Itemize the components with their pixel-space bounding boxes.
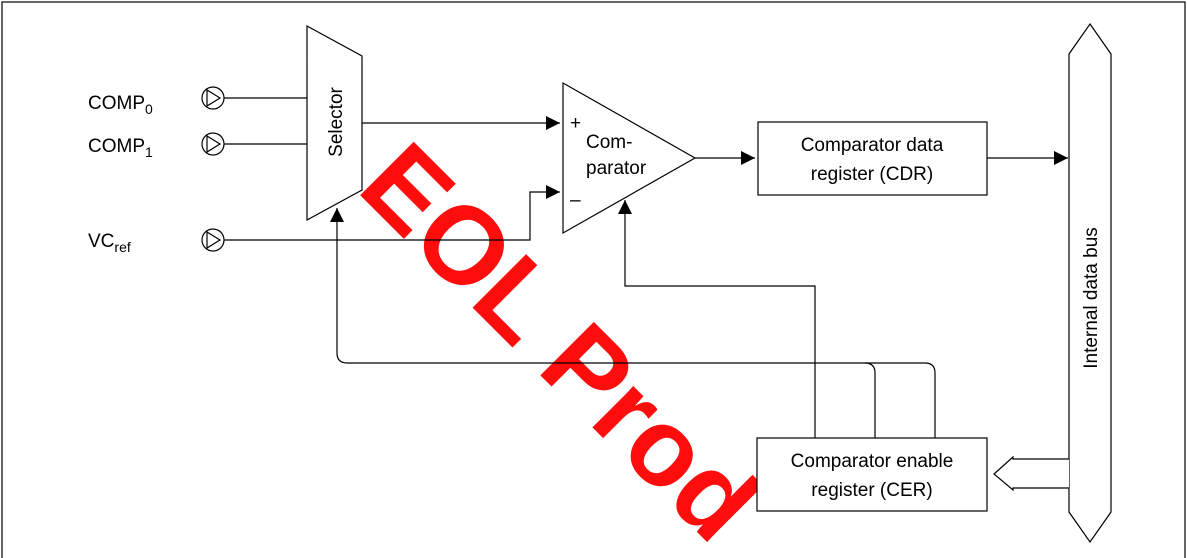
comparator-label-line1: Com- — [586, 132, 632, 153]
selector-block — [306, 24, 363, 222]
cdr-block — [757, 121, 988, 196]
cer-to-selector-wire-b — [865, 362, 936, 438]
comparator-minus-sign: – — [570, 190, 581, 211]
comparator-block — [562, 81, 697, 235]
bus-to-cer-arrow — [993, 455, 1069, 492]
cer-to-selector-wire-a — [330, 208, 876, 438]
vcref-label-sub: ref — [114, 239, 130, 255]
selector-label: Selector — [326, 86, 347, 156]
comp0-label-sub: 0 — [145, 101, 153, 117]
watermark-text: EOL Prod — [338, 120, 782, 558]
comp1-pin-icon — [201, 132, 225, 156]
cer-to-comparator-wire — [618, 200, 816, 438]
vcref-label: VCref — [88, 231, 131, 255]
comp1-label-sub: 1 — [145, 144, 153, 160]
comp0-pin-icon — [201, 86, 225, 110]
internal-data-bus — [1068, 22, 1112, 544]
bus-label: Internal data bus — [1081, 227, 1102, 369]
watermark: EOL Prod — [338, 120, 782, 558]
cdr-label-line1: Comparator data — [801, 135, 944, 156]
comp1-label-base: COMP — [88, 136, 145, 157]
comp0-label-base: COMP — [88, 93, 145, 114]
vcref-wire — [224, 185, 560, 241]
vcref-pin-icon — [201, 228, 225, 252]
cdr-label-line2: register (CDR) — [811, 164, 933, 185]
vcref-label-base: VC — [88, 231, 114, 252]
comp1-label: COMP1 — [88, 136, 153, 160]
cer-label-line2: register (CER) — [811, 480, 932, 501]
comp0-label: COMP0 — [88, 93, 153, 117]
cer-label-line1: Comparator enable — [791, 451, 954, 472]
cer-block — [756, 437, 988, 512]
comparator-plus-sign: + — [570, 113, 581, 134]
comparator-label-line2: parator — [586, 158, 647, 179]
